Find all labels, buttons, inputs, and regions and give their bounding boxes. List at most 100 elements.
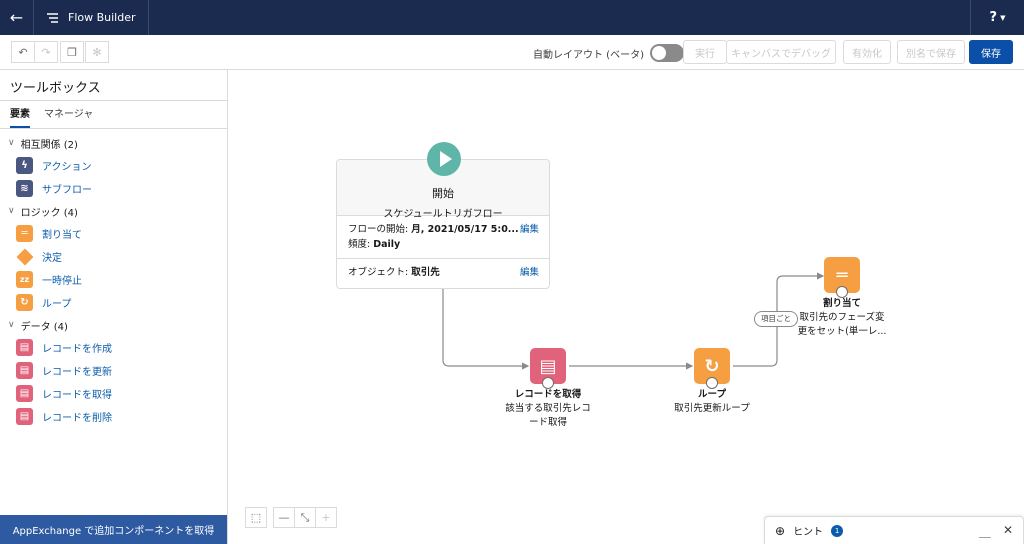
- globe-icon: ⊕: [775, 523, 786, 538]
- marquee-select-button[interactable]: ⬚: [245, 507, 267, 528]
- debug-button[interactable]: キャンバスでデバッグ: [726, 40, 836, 64]
- marquee-icon: ⬚: [250, 511, 262, 524]
- undo-redo-group: ↶ ↷: [11, 41, 58, 63]
- copy-group: ❐: [60, 41, 84, 63]
- section-interactions[interactable]: ∨ 相互関係 (2): [0, 132, 227, 154]
- toolbox-item-loop[interactable]: ↻ ループ: [0, 291, 227, 314]
- zoom-in-button[interactable]: +: [315, 507, 337, 528]
- minimize-icon[interactable]: ＿: [978, 525, 991, 539]
- run-button[interactable]: 実行: [683, 40, 727, 64]
- contract-icon: ⤡: [300, 510, 310, 524]
- frequency-value: Daily: [373, 239, 401, 250]
- toolbox-item-delete-records[interactable]: ▤ レコードを削除: [0, 405, 227, 428]
- node-desc-2: 更をセット(単一レ...: [797, 326, 887, 337]
- copy-button[interactable]: ❐: [60, 41, 84, 63]
- flow-logo-icon: [47, 12, 58, 23]
- toolbox-item-assignment[interactable]: ═ 割り当て: [0, 222, 227, 245]
- record-delete-icon: ▤: [16, 408, 33, 425]
- assignment-icon: ═: [16, 225, 33, 242]
- undo-icon: ↶: [18, 45, 28, 59]
- tab-manager[interactable]: マネージャ: [44, 109, 94, 120]
- item-label: レコードを削除: [42, 413, 112, 424]
- chevron-down-icon: ∨: [8, 138, 15, 148]
- hint-count-badge: 1: [831, 524, 844, 537]
- settings-button[interactable]: ✻: [85, 41, 109, 63]
- toolbox-panel: ツールボックス 要素 マネージャ ∨ 相互関係 (2) ϟ アクション ≋ サブ…: [0, 70, 228, 544]
- appexchange-button[interactable]: AppExchange で追加コンポーネントを取得: [0, 515, 227, 544]
- app-brand: Flow Builder: [34, 0, 149, 35]
- activate-button[interactable]: 有効化: [843, 40, 891, 64]
- toolbox-item-decision[interactable]: 決定: [0, 245, 227, 268]
- item-label: 決定: [42, 253, 62, 264]
- chevron-down-icon: ∨: [8, 320, 15, 330]
- flow-canvas[interactable]: 開始 スケジュールトリガフロー フローの開始: 月, 2021/05/17 5:…: [229, 70, 1024, 544]
- node-title: 割り当て: [822, 298, 861, 309]
- loop-node[interactable]: ↻: [694, 348, 730, 389]
- zoom-controls: ⬚ — ⤡ +: [245, 507, 337, 528]
- section-label: 相互関係 (2): [20, 139, 78, 151]
- zoom-out-button[interactable]: —: [273, 507, 295, 528]
- undo-button[interactable]: ↶: [11, 41, 35, 63]
- redo-icon: ↷: [41, 45, 51, 59]
- connector-start-to-get: [442, 289, 530, 370]
- assignment-node[interactable]: ═: [824, 257, 860, 298]
- app-header: ← Flow Builder ?▼: [0, 0, 1024, 35]
- toolbox-item-create-records[interactable]: ▤ レコードを作成: [0, 336, 227, 359]
- save-as-button[interactable]: 別名で保存: [897, 40, 965, 64]
- schedule-row: フローの開始: 月, 2021/05/17 5:0... 頻度: Daily 編…: [337, 216, 549, 258]
- hint-panel[interactable]: ⊕ ヒント 1 ＿ ✕: [764, 516, 1024, 544]
- node-desc-2: ード取得: [528, 417, 567, 428]
- lightning-icon: ϟ: [16, 157, 33, 174]
- node-port[interactable]: [836, 286, 848, 298]
- node-desc-1: 取引先のフェーズ変: [799, 312, 885, 323]
- auto-layout-label: 自動レイアウト (ベータ): [533, 49, 644, 61]
- chevron-down-icon: ∨: [8, 206, 15, 216]
- close-icon[interactable]: ✕: [1002, 523, 1013, 537]
- node-desc-1: 取引先更新ループ: [674, 403, 750, 414]
- toolbox-tabs: 要素 マネージャ: [0, 101, 227, 129]
- record-lookup-icon: ▤: [16, 385, 33, 402]
- tab-elements[interactable]: 要素: [10, 101, 30, 128]
- plus-icon: +: [321, 511, 331, 524]
- auto-layout-control: 自動レイアウト (ベータ): [533, 44, 684, 62]
- item-label: アクション: [42, 162, 92, 173]
- edit-schedule-link[interactable]: 編集: [519, 224, 539, 235]
- help-menu-button[interactable]: ?▼: [970, 0, 1024, 35]
- start-subtitle: スケジュールトリガフロー: [383, 209, 503, 220]
- toolbox-item-update-records[interactable]: ▤ レコードを更新: [0, 359, 227, 382]
- save-button[interactable]: 保存: [969, 40, 1013, 64]
- edit-object-link[interactable]: 編集: [519, 267, 539, 278]
- pause-icon: zz: [16, 271, 33, 288]
- record-lookup-icon: ▤: [539, 355, 557, 377]
- loop-icon: ↻: [704, 355, 720, 377]
- toolbox-item-subflow[interactable]: ≋ サブフロー: [0, 177, 227, 200]
- start-label: フローの開始:: [348, 224, 409, 235]
- toolbox-item-get-records[interactable]: ▤ レコードを取得: [0, 382, 227, 405]
- settings-group: ✻: [85, 41, 109, 63]
- toolbox-title: ツールボックス: [0, 70, 227, 101]
- redo-button[interactable]: ↷: [34, 41, 58, 63]
- section-label: データ (4): [20, 321, 68, 333]
- auto-layout-toggle[interactable]: [649, 44, 684, 62]
- toolbox-item-action[interactable]: ϟ アクション: [0, 154, 227, 177]
- back-button[interactable]: ←: [0, 0, 34, 35]
- object-value: 取引先: [411, 267, 440, 278]
- get-records-node[interactable]: ▤: [530, 348, 566, 389]
- assignment-icon: ═: [836, 264, 848, 286]
- fit-to-view-button[interactable]: ⤡: [294, 507, 316, 528]
- toolbox-element-list: ∨ 相互関係 (2) ϟ アクション ≋ サブフロー ∨ ロジック (4) ═ …: [0, 129, 227, 428]
- loop-label: ループ 取引先更新ループ: [657, 388, 767, 416]
- start-title: 開始: [432, 187, 454, 200]
- object-row: オブジェクト: 取引先 編集: [337, 258, 549, 286]
- section-data[interactable]: ∨ データ (4): [0, 314, 227, 336]
- item-label: 割り当て: [42, 230, 82, 241]
- connectors: [442, 272, 825, 370]
- node-port[interactable]: [706, 377, 718, 389]
- toolbox-item-pause[interactable]: zz 一時停止: [0, 268, 227, 291]
- node-port[interactable]: [542, 377, 554, 389]
- section-logic[interactable]: ∨ ロジック (4): [0, 200, 227, 222]
- help-icon: ?: [989, 10, 998, 25]
- get-records-label: レコードを取得 該当する取引先レコ ード取得: [493, 388, 603, 430]
- item-label: レコードを更新: [42, 367, 112, 378]
- start-node[interactable]: 開始 スケジュールトリガフロー フローの開始: 月, 2021/05/17 5:…: [336, 142, 550, 289]
